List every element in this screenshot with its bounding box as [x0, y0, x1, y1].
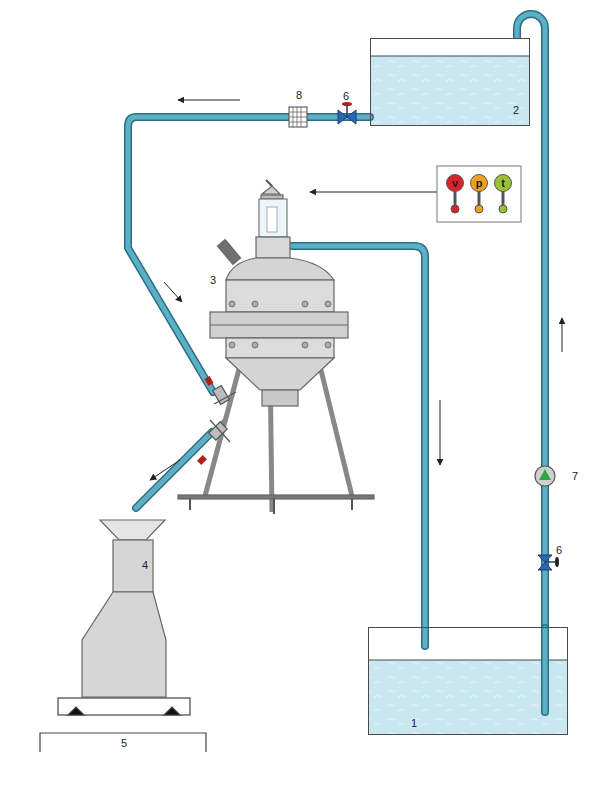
callout-number: 5	[121, 738, 127, 749]
water-tank: 2	[370, 38, 530, 126]
gauge-letter: p	[476, 178, 483, 189]
callout-number: 6	[556, 545, 562, 556]
callout-number: 2	[513, 105, 519, 116]
gauge-letter: t	[501, 178, 505, 189]
gauge-dial: v	[446, 174, 464, 192]
callout-number: 6	[343, 91, 349, 102]
water-tank: 1	[368, 627, 568, 735]
callout-number: 3	[210, 275, 216, 286]
callout-number: 4	[142, 560, 148, 571]
callout-number: 1	[411, 718, 417, 729]
gauge-letter: v	[452, 178, 458, 189]
gauge-dial: p	[470, 174, 488, 192]
gauge-dial: t	[494, 174, 512, 192]
callout-number: 7	[572, 471, 578, 482]
callout-number: 8	[296, 90, 302, 101]
